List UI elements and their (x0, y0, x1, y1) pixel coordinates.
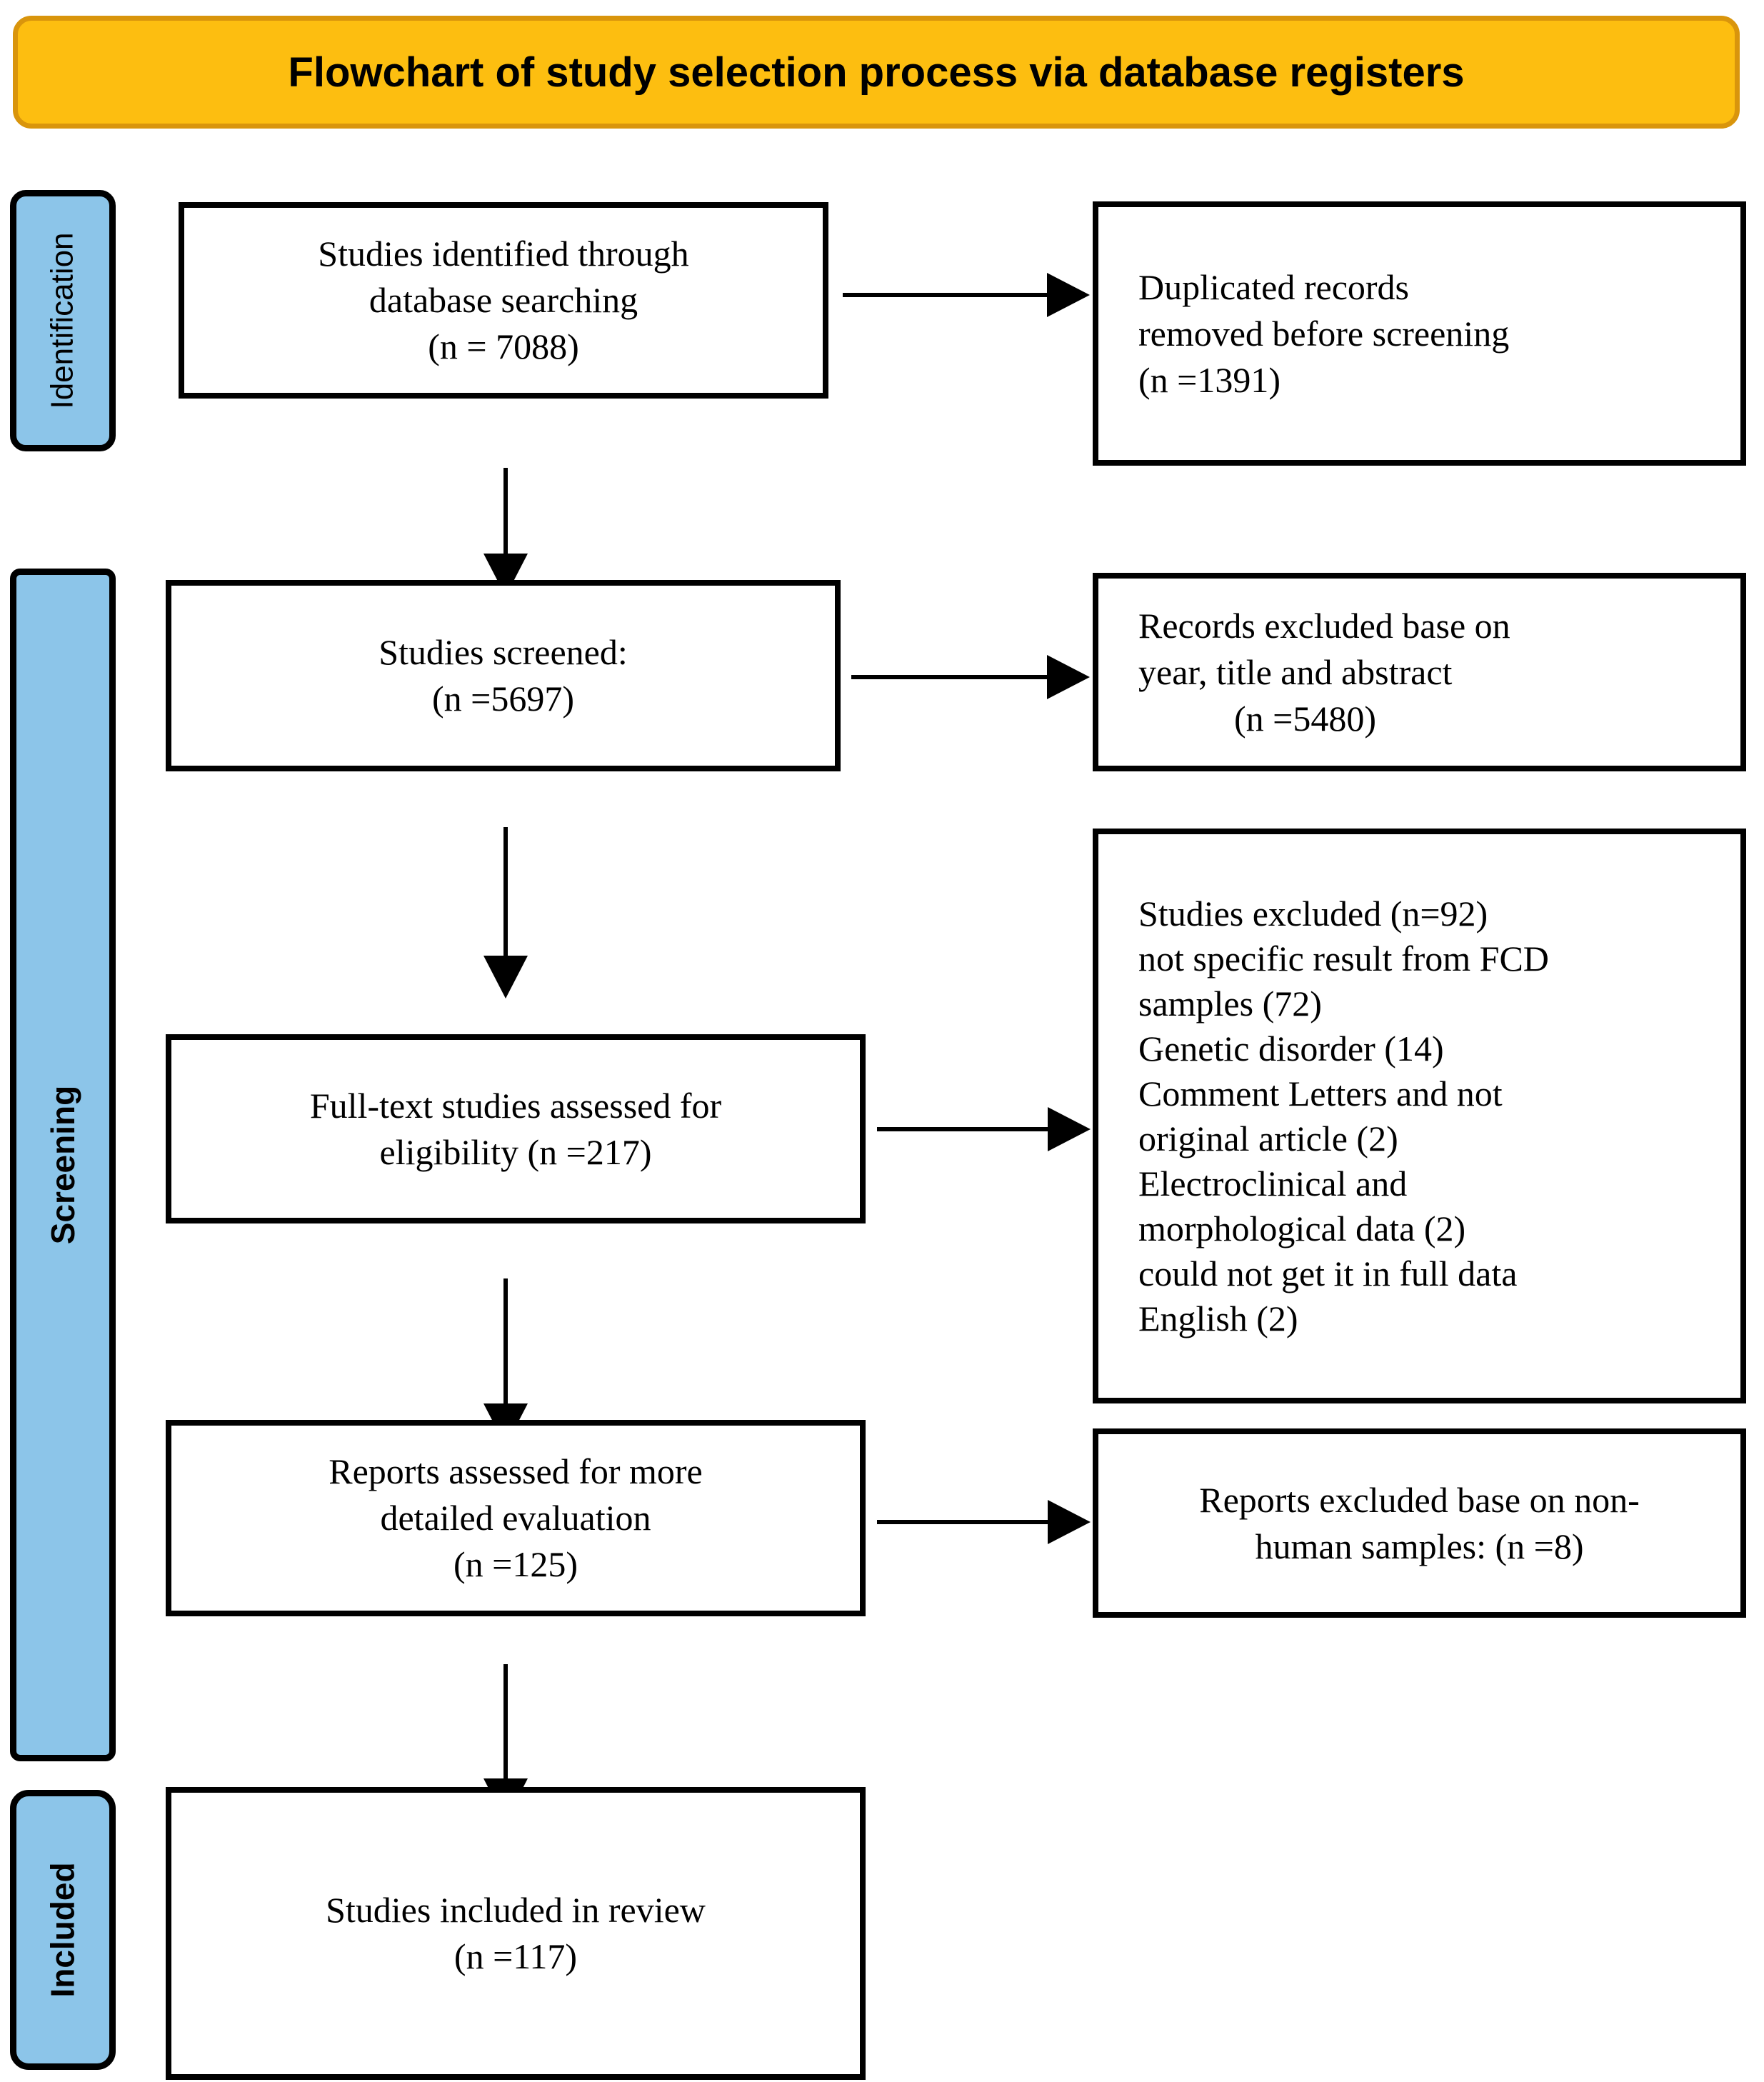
box-line: (n =125) (453, 1544, 578, 1584)
box-duplicates-removed: Duplicated records removed before screen… (1093, 201, 1746, 466)
box-line: (n =5697) (432, 679, 574, 719)
chart-title-banner: Flowchart of study selection process via… (13, 16, 1740, 129)
stage-label-included: Included (10, 1790, 116, 2070)
box-fulltext-assessed: Full-text studies assessed for eligibili… (166, 1034, 866, 1223)
box-line: original article (2) (1138, 1118, 1398, 1158)
box-line: Genetic disorder (14) (1138, 1028, 1444, 1068)
box-line: Studies excluded (n=92) (1138, 893, 1488, 934)
box-line: Duplicated records (1138, 266, 1410, 307)
stage-label-screening-text: Screening (44, 1085, 82, 1245)
box-line: detailed evaluation (380, 1498, 651, 1538)
box-line: eligibility (n =217) (379, 1131, 652, 1172)
box-reports-assessed: Reports assessed for more detailed evalu… (166, 1420, 866, 1616)
box-line: removed before screening (1138, 313, 1510, 354)
box-line: database searching (369, 280, 638, 320)
box-line: Electroclinical and (1138, 1163, 1408, 1203)
box-line: (n =117) (453, 1936, 578, 1976)
box-studies-excluded: Studies excluded (n=92) not specific res… (1093, 829, 1746, 1403)
box-line: (n =1391) (1138, 359, 1281, 400)
page-title: Flowchart of study selection process via… (288, 49, 1465, 96)
box-line: English (2) (1138, 1298, 1298, 1338)
box-line: (n =5480) (1234, 698, 1376, 739)
box-line: (n = 7088) (428, 326, 579, 366)
box-line: Reports assessed for more (329, 1451, 703, 1491)
box-line: human samples: (n =8) (1255, 1526, 1584, 1566)
box-line: morphological data (2) (1138, 1208, 1466, 1248)
box-line: not specific result from FCD (1138, 938, 1549, 979)
stage-label-screening: Screening (10, 569, 116, 1761)
box-records-excluded: Records excluded base on year, title and… (1093, 573, 1746, 771)
box-studies-screened: Studies screened: (n =5697) (166, 580, 841, 771)
box-line: Studies screened: (379, 632, 628, 672)
box-line: Reports excluded base on non- (1199, 1479, 1640, 1520)
box-line: Studies included in review (326, 1890, 706, 1930)
box-reports-excluded: Reports excluded base on non- human samp… (1093, 1428, 1746, 1618)
box-line: Records excluded base on (1138, 605, 1510, 646)
box-studies-included: Studies included in review (n =117) (166, 1787, 866, 2080)
stage-label-identification-text: Identification (45, 232, 80, 409)
box-line: could not get it in full data (1138, 1253, 1518, 1293)
box-line: Full-text studies assessed for (309, 1085, 722, 1126)
stage-label-included-text: Included (44, 1862, 81, 1998)
box-line: Studies identified through (318, 234, 689, 274)
box-line: year, title and abstract (1138, 651, 1453, 692)
box-studies-identified: Studies identified through database sear… (179, 202, 828, 399)
box-line: Comment Letters and not (1138, 1073, 1503, 1113)
stage-label-identification: Identification (10, 190, 116, 451)
box-line: samples (72) (1138, 983, 1322, 1024)
